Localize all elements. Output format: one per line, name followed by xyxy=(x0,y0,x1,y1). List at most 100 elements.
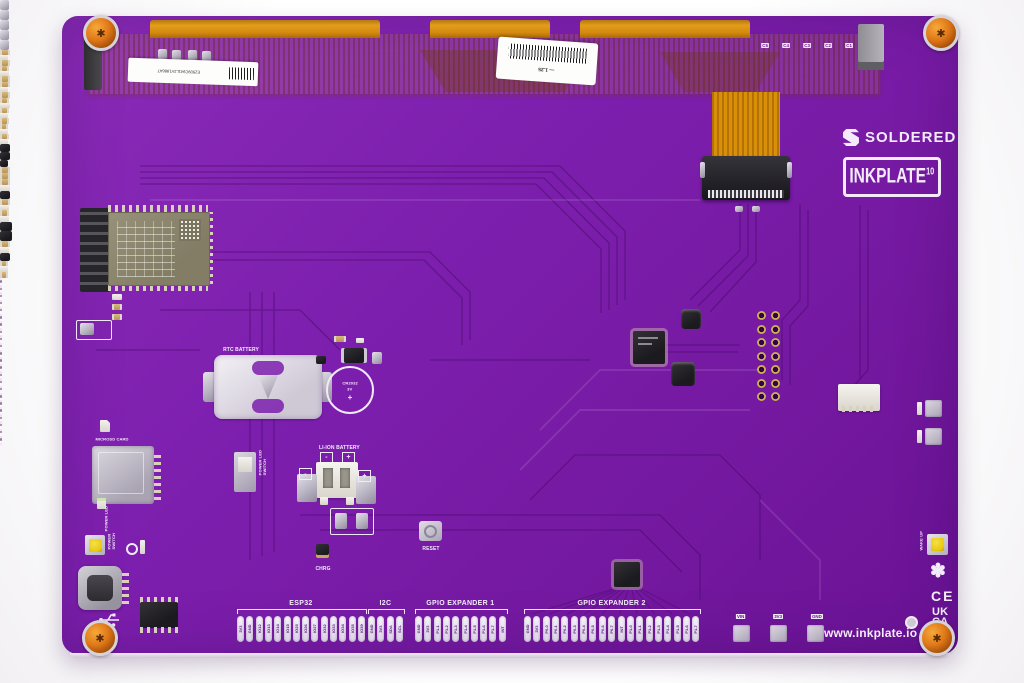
pin-pad: P1-2 xyxy=(645,616,653,642)
battery-pad-minus xyxy=(297,474,317,502)
pin-label: 3V3 xyxy=(425,625,431,633)
pin-label: IO34 xyxy=(340,624,346,634)
rtc-battery-holder xyxy=(214,355,322,419)
via-dot xyxy=(0,316,3,319)
passive xyxy=(0,98,9,103)
via-dot xyxy=(0,321,3,324)
via-dot xyxy=(0,301,3,305)
pin-label: P1-6 xyxy=(481,624,486,634)
flex-cap-label: C5 xyxy=(761,43,770,48)
via-dot xyxy=(0,287,3,290)
mounting-screw: ✱ xyxy=(923,15,959,51)
usb-c-connector xyxy=(78,566,122,610)
power-switch-button xyxy=(85,535,105,555)
pin-pad: P1-4 xyxy=(461,616,469,642)
via-dot xyxy=(0,347,3,350)
via-dot xyxy=(0,359,3,362)
esp32-qr-code xyxy=(179,219,201,241)
pin-pad: IO12 xyxy=(255,616,263,642)
power-led-switch xyxy=(234,452,256,492)
edge-pad xyxy=(925,400,942,417)
edge-component xyxy=(80,323,94,335)
header-bracket xyxy=(524,609,702,614)
header-group-label: ESP32 xyxy=(289,600,313,607)
pin-label: P1-6 xyxy=(684,624,689,634)
passive xyxy=(0,66,9,71)
pin-label: P1-7 xyxy=(490,624,496,634)
flex-tab xyxy=(430,20,550,38)
test-point xyxy=(126,543,138,555)
pin-pad: P0-4 xyxy=(580,616,588,642)
product-version: 10 xyxy=(926,165,935,177)
pin-pad: GND xyxy=(415,616,422,642)
barcode xyxy=(229,67,255,81)
pad-minus-box: - xyxy=(299,468,312,480)
pin-label: P0-6 xyxy=(600,624,605,634)
via-dot xyxy=(0,352,3,355)
pin-label: P1-3 xyxy=(656,624,661,634)
via-dot xyxy=(0,421,3,424)
pin-pad: IO25 xyxy=(292,616,300,642)
via-dot xyxy=(0,304,3,307)
solder-pad xyxy=(752,206,760,212)
passive xyxy=(0,152,10,160)
usb-c-pins xyxy=(122,572,129,604)
passive xyxy=(356,338,364,343)
power-pad-label: 3V3 xyxy=(773,614,784,619)
pin-label: P1-2 xyxy=(444,624,449,634)
jst-slot xyxy=(340,468,350,488)
via-dot xyxy=(0,280,3,283)
tiny-silk-tag xyxy=(140,540,145,554)
passive xyxy=(0,261,8,266)
pin-pad: IO15 xyxy=(283,616,291,642)
power-pad-label: GND xyxy=(810,614,823,619)
power-led xyxy=(97,498,106,509)
pin-pad: IO13 xyxy=(264,616,272,642)
via-dot xyxy=(0,368,3,372)
pin-label: P1-0 xyxy=(628,624,633,634)
wake-up-cap xyxy=(931,538,944,551)
pin-pad: 3V3 xyxy=(237,616,244,642)
pin-label: P1-4 xyxy=(462,624,468,634)
via-dot xyxy=(0,294,3,298)
coin-cell-plus: + xyxy=(347,393,353,402)
flex-cap-label: C4 xyxy=(782,43,791,48)
pin-pad: GND xyxy=(524,616,531,642)
pin-label: 3V3 xyxy=(534,625,540,633)
passive xyxy=(0,160,8,167)
pin-pad: P0-5 xyxy=(589,616,597,642)
passive xyxy=(0,82,10,87)
via-dot xyxy=(0,299,3,302)
passive xyxy=(0,87,8,92)
via-dot xyxy=(0,340,3,343)
passive xyxy=(0,144,10,152)
header-group-label: I2C xyxy=(379,600,392,607)
via-dot xyxy=(0,376,3,379)
wake-up-label: WAKE UP xyxy=(919,531,924,551)
header-bracket xyxy=(368,609,405,614)
through-hole-pad xyxy=(771,338,780,347)
power-pad xyxy=(807,625,824,642)
pin-label: IO14 xyxy=(275,624,280,634)
via-dot xyxy=(0,325,3,329)
passive xyxy=(0,179,10,185)
via-dot xyxy=(0,378,3,381)
flex-cap-label: C3 xyxy=(803,43,812,48)
mounting-screw: ✱ xyxy=(919,620,955,656)
pin-label: 3V3 xyxy=(238,625,243,633)
header-group-label: GPIO EXPANDER 2 xyxy=(577,600,646,607)
ic-marking xyxy=(638,343,652,345)
via-dot xyxy=(0,323,3,326)
flex-cap-label: C1 xyxy=(845,43,854,48)
coin-cell-outline: CR2032 3V + xyxy=(326,366,374,414)
holder-contact xyxy=(258,375,278,399)
passive xyxy=(0,118,9,124)
header-bracket xyxy=(237,609,367,614)
through-hole-pad xyxy=(757,338,766,347)
through-hole-pad xyxy=(771,311,780,320)
via-dot xyxy=(0,278,3,281)
pin-pad: P0-1 xyxy=(552,616,560,642)
pin-label: P1-1 xyxy=(637,624,642,634)
pin-pad: IO33 xyxy=(330,616,337,642)
